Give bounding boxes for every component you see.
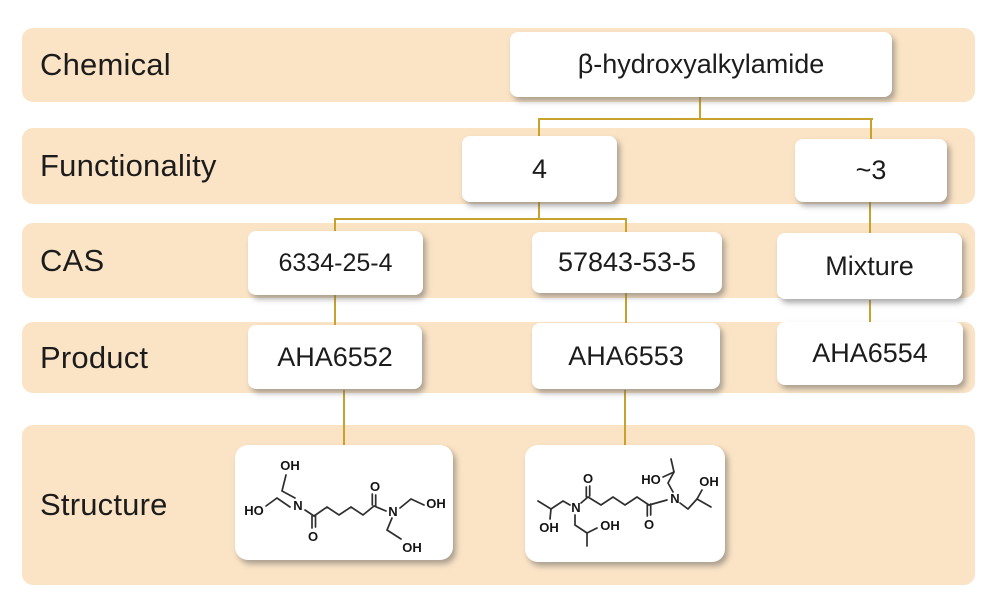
node-functionality-4: 4 xyxy=(462,136,617,202)
node-chemical: β-hydroxyalkylamide xyxy=(510,32,892,97)
connector-func3-to-mixture xyxy=(869,202,871,234)
connector-to-func4 xyxy=(538,118,540,138)
connector-to-func3 xyxy=(870,118,872,141)
connector-cas2-to-product2 xyxy=(625,293,627,324)
atom-label-n-left: N xyxy=(571,500,580,515)
row-label-structure: Structure xyxy=(40,487,168,522)
connector-chemical-down xyxy=(699,97,701,119)
atom-label-o-down: O xyxy=(308,529,318,544)
connector-cas1-to-product1 xyxy=(334,295,336,326)
atom-label-n-left: N xyxy=(293,498,302,513)
structure-drawing-aha6553: OH N O OH HO N OH O xyxy=(537,458,719,547)
structure-drawing-aha6552: OH HO N O O N OH OH xyxy=(244,458,446,555)
structure-box-aha6553: OH N O OH HO N OH O xyxy=(525,445,725,562)
connector-to-cas1 xyxy=(334,218,336,232)
atom-label-oh-top: OH xyxy=(280,458,300,473)
node-cas-6334-25-4: 6334-25-4 xyxy=(248,231,423,295)
node-product-aha6553: AHA6553 xyxy=(532,323,720,389)
atom-label-oh-bottom: OH xyxy=(402,540,422,555)
atom-label-ho-top: HO xyxy=(641,472,661,487)
connector-mixture-to-product3 xyxy=(869,300,871,323)
row-label-product: Product xyxy=(40,339,149,375)
atom-label-o-up: O xyxy=(370,479,380,494)
atom-label-oh-mid: OH xyxy=(600,518,620,533)
node-cas-mixture: Mixture xyxy=(777,233,962,299)
atom-label-o-up: O xyxy=(583,471,593,486)
row-label-cas: CAS xyxy=(40,242,105,278)
atom-label-oh-left: OH xyxy=(539,520,559,535)
structure-box-aha6552: OH HO N O O N OH OH xyxy=(235,445,453,560)
atom-label-ho-left: HO xyxy=(244,503,264,518)
node-product-aha6554: AHA6554 xyxy=(777,322,963,385)
atom-label-o-down: O xyxy=(644,517,654,532)
connector-product1-to-structure1 xyxy=(343,390,345,446)
connector-func4-horizontal xyxy=(334,218,627,220)
atom-label-oh-right: OH xyxy=(426,496,446,511)
atom-label-n-right: N xyxy=(670,491,679,506)
atom-label-n-right: N xyxy=(388,504,397,519)
row-label-functionality: Functionality xyxy=(40,148,217,183)
connector-product2-to-structure2 xyxy=(624,390,626,446)
connector-to-cas2 xyxy=(625,218,627,233)
atom-label-oh-top-right: OH xyxy=(699,474,719,489)
row-band-structure: Structure xyxy=(22,425,975,585)
row-label-chemical: Chemical xyxy=(40,47,171,82)
node-product-aha6552: AHA6552 xyxy=(248,325,422,389)
node-cas-57843-53-5: 57843-53-5 xyxy=(532,232,722,293)
connector-func4-down xyxy=(538,202,540,219)
connector-top-horizontal xyxy=(538,118,873,120)
node-functionality-3: ~3 xyxy=(795,139,947,202)
